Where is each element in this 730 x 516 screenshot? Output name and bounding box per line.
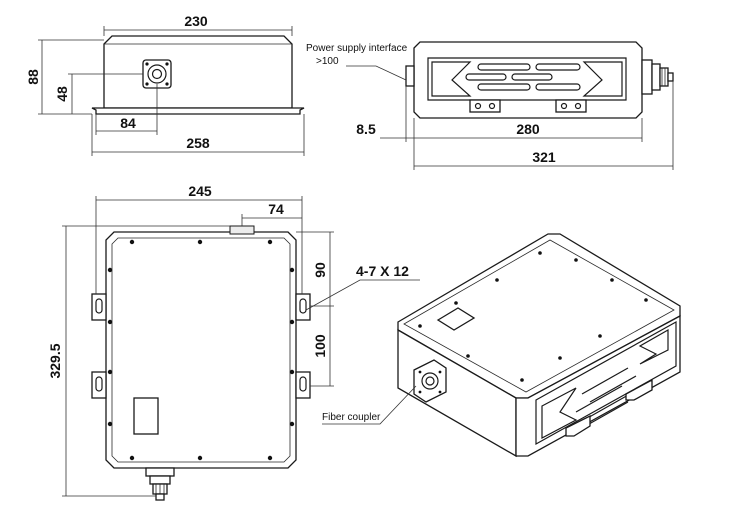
top-connector-stub	[229, 225, 255, 235]
front-connector-icon	[142, 59, 172, 89]
dim-connector-offset: 84	[120, 115, 136, 131]
dim-top-width: 245	[188, 183, 212, 199]
isometric-view: Fiber coupler	[322, 233, 681, 458]
screw-dots	[107, 239, 295, 461]
dim-connector-position: 74	[268, 201, 284, 217]
fiber-coupler-label: Fiber coupler	[322, 412, 381, 423]
front-view-body	[103, 35, 293, 109]
dim-front-height: 88	[25, 69, 41, 85]
label-plate	[133, 397, 159, 435]
dim-side-length: 280	[516, 121, 540, 137]
dim-side-offset: 8.5	[356, 121, 376, 137]
power-supply-label: Power supply interface	[306, 43, 408, 54]
dim-side-total: 321	[532, 149, 556, 165]
iso-connector-icon	[413, 359, 447, 403]
dim-hole-spacing-b: 100	[312, 334, 328, 358]
side-connector-icon	[641, 59, 674, 95]
mounting-ears	[91, 293, 311, 399]
dim-hole-spacing-a: 90	[312, 262, 328, 278]
power-supply-stub	[405, 65, 415, 87]
iso-label-plate	[436, 307, 476, 331]
front-view-base	[91, 107, 305, 115]
dim-base-width: 258	[186, 135, 210, 151]
iso-right-face	[515, 314, 681, 457]
hole-callout: 4-7 X 12	[356, 263, 409, 279]
dim-connector-height: 48	[54, 86, 70, 102]
bottom-connector-icon	[145, 467, 175, 501]
top-view: 245 74 90 100 4-7 X 12 329.5	[47, 183, 420, 501]
front-view: 230 88 48 84 258	[25, 13, 305, 156]
power-supply-clearance: >100	[316, 56, 339, 67]
dim-top-height: 329.5	[47, 343, 63, 378]
dim-front-width: 230	[184, 13, 208, 29]
side-view: Power supply interface >100 8.5 280 321	[306, 41, 674, 170]
